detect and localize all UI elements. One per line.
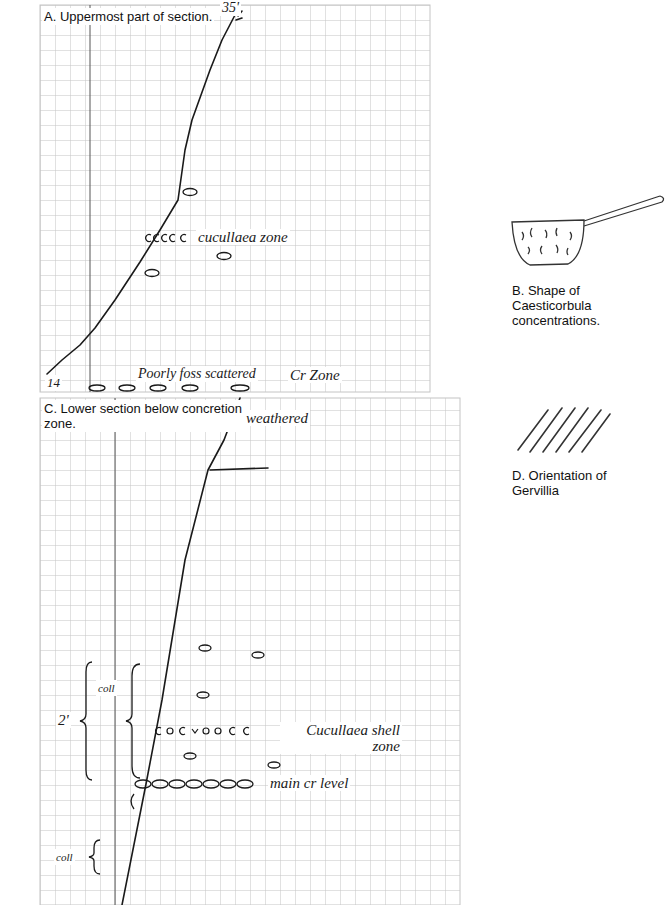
collection-note: coll xyxy=(96,680,117,696)
level-note: main cr level xyxy=(268,775,350,791)
margin-line xyxy=(115,398,116,905)
graph-paper xyxy=(40,5,430,392)
panel-b: B. Shape of Caesticorbula concentrations… xyxy=(510,182,665,431)
gervillia-sketch xyxy=(518,408,610,452)
zone-note: Cr Zone xyxy=(288,367,342,383)
fossil-note: Poorly foss scattered xyxy=(136,366,258,382)
height-mark: 14 xyxy=(45,375,62,391)
brackets xyxy=(80,662,140,874)
panel-caption: A. Uppermost part of section. xyxy=(42,8,214,25)
section-profile xyxy=(122,398,240,905)
weathering-note: weathered xyxy=(244,410,310,426)
zone-note: cucullaea zone xyxy=(196,229,290,245)
weathered-boundary xyxy=(210,468,268,470)
section-profile xyxy=(47,15,235,374)
panel-caption: D. Orientation of Gervillia xyxy=(510,467,634,499)
panel-caption: C. Lower section below concretion zone. xyxy=(42,400,246,432)
shell-marks xyxy=(146,235,249,735)
panel-caption: B. Shape of Caesticorbula concentrations… xyxy=(510,282,654,329)
panel-d: D. Orientation of Gervillia xyxy=(510,395,665,573)
collection-note: coll xyxy=(54,849,75,865)
zone-note: Cucullaea shell zone xyxy=(280,722,402,754)
graph-paper xyxy=(40,398,460,905)
concretions xyxy=(89,189,280,789)
height-mark: 35' xyxy=(220,0,241,16)
caesticorbula-sketch xyxy=(512,196,664,265)
thickness-mark: 2' xyxy=(56,712,71,728)
